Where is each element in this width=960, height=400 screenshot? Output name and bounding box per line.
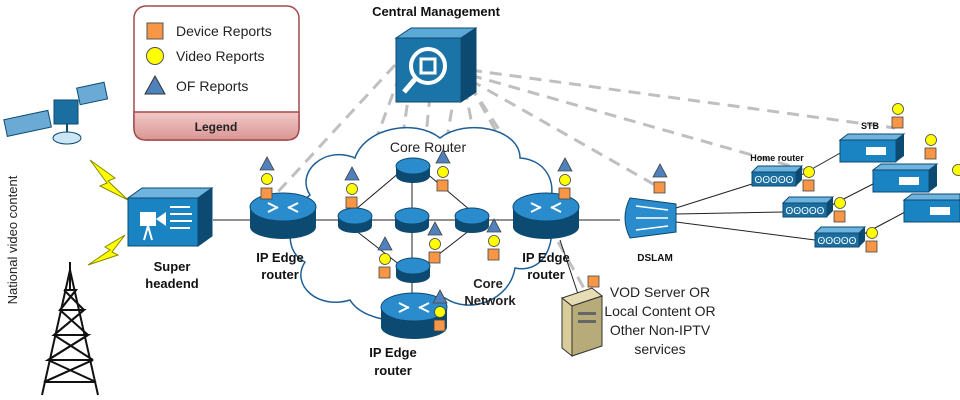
core-router-top bbox=[395, 157, 431, 183]
dslam-device bbox=[624, 197, 677, 239]
device-report-marker bbox=[653, 181, 666, 194]
video-report-marker bbox=[261, 173, 273, 185]
legend-triangle-marker bbox=[144, 74, 166, 95]
device-report-marker bbox=[487, 248, 500, 261]
ip-edge-right-label-2: router bbox=[527, 267, 565, 282]
of-report-marker bbox=[377, 236, 393, 251]
legend-square-marker bbox=[146, 22, 164, 40]
ip-edge-router-left bbox=[249, 192, 317, 239]
ip-edge-bottom-label-1: IP Edge bbox=[369, 345, 416, 360]
stb-2 bbox=[871, 163, 939, 193]
ip-edge-left-label-2: router bbox=[261, 267, 299, 282]
super-headend-label-1: Super bbox=[154, 259, 191, 274]
video-report-marker bbox=[925, 134, 937, 146]
device-report-marker bbox=[924, 147, 937, 160]
video-report-marker bbox=[346, 183, 358, 195]
of-report-marker bbox=[435, 149, 451, 164]
device-report-marker bbox=[802, 179, 815, 192]
video-report-marker bbox=[952, 164, 960, 176]
stb-3 bbox=[902, 193, 960, 223]
home-router-label: Home router bbox=[750, 153, 804, 163]
of-report-marker bbox=[427, 221, 443, 236]
of-report-marker bbox=[432, 289, 448, 304]
device-report-marker bbox=[345, 196, 358, 209]
device-report-marker bbox=[433, 319, 446, 332]
device-report-marker bbox=[587, 275, 600, 288]
stb-label: STB bbox=[861, 121, 880, 131]
national-video-label: National video content bbox=[5, 175, 20, 304]
central-management-server bbox=[394, 27, 478, 103]
core-router-bottom bbox=[395, 257, 431, 283]
report-markers bbox=[259, 103, 960, 332]
video-report-marker bbox=[434, 306, 446, 318]
legend-circle-marker bbox=[146, 47, 164, 65]
ip-edge-bottom-label-2: router bbox=[374, 363, 412, 378]
device-report-marker bbox=[378, 266, 391, 279]
device-report-marker bbox=[558, 187, 571, 200]
ip-edge-left-label-1: IP Edge bbox=[256, 250, 303, 265]
device-report-marker bbox=[428, 251, 441, 264]
core-router-label: Core Router bbox=[390, 139, 467, 155]
core-network-label-2: Network bbox=[464, 293, 516, 308]
satellite-icon bbox=[3, 81, 109, 145]
core-router-left bbox=[337, 207, 373, 233]
legend-footer: Legend bbox=[195, 120, 238, 134]
of-report-marker bbox=[652, 163, 668, 178]
super-headend-label-2: headend bbox=[145, 276, 199, 291]
stb-1 bbox=[838, 133, 906, 163]
vod-label-1: VOD Server OR bbox=[610, 284, 710, 300]
of-report-marker bbox=[486, 218, 502, 233]
vod-label-4: services bbox=[634, 341, 685, 357]
vod-label-2: Local Content OR bbox=[604, 303, 715, 319]
device-report-marker bbox=[833, 210, 846, 223]
ip-edge-right-label-1: IP Edge bbox=[522, 250, 569, 265]
vod-label-3: Other Non-IPTV bbox=[610, 322, 711, 338]
home-router-2: ʘʘʘʘʘ bbox=[781, 196, 835, 218]
video-report-marker bbox=[866, 227, 878, 239]
core-router-center bbox=[394, 207, 430, 233]
core-router-right bbox=[454, 207, 490, 233]
legend-item-video: Video Reports bbox=[176, 48, 264, 64]
video-report-marker bbox=[559, 174, 571, 186]
video-report-marker bbox=[803, 166, 815, 178]
lightning-icon bbox=[87, 234, 126, 266]
page-title: Central Management bbox=[372, 4, 501, 19]
core-network-label-1: Core bbox=[473, 276, 503, 291]
magnifier-icon bbox=[409, 47, 447, 85]
device-report-marker bbox=[436, 179, 449, 192]
home-router-3: ʘʘʘʘʘ bbox=[813, 226, 867, 248]
dslam-label: DSLAM bbox=[637, 253, 673, 264]
legend: Device Reports Video Reports OF Reports … bbox=[133, 5, 300, 141]
svg-text:ʘʘʘʘʘ: ʘʘʘʘʘ bbox=[818, 236, 857, 247]
legend-item-of: OF Reports bbox=[176, 78, 248, 94]
video-report-marker bbox=[429, 238, 441, 250]
video-report-marker bbox=[834, 197, 846, 209]
device-report-marker bbox=[865, 240, 878, 253]
ip-edge-router-right bbox=[512, 192, 580, 239]
home-router-1: ʘʘʘʘʘ bbox=[750, 165, 804, 187]
broadcast-tower-icon bbox=[41, 262, 99, 396]
svg-text:ʘʘʘʘʘ: ʘʘʘʘʘ bbox=[786, 206, 825, 217]
svg-text:ʘʘʘʘʘ: ʘʘʘʘʘ bbox=[755, 175, 794, 186]
device-report-marker bbox=[260, 187, 273, 200]
video-report-marker bbox=[892, 103, 904, 115]
of-report-marker bbox=[259, 156, 275, 171]
vod-server-icon bbox=[560, 287, 604, 358]
video-report-marker bbox=[379, 253, 391, 265]
legend-item-device: Device Reports bbox=[176, 23, 272, 39]
of-report-marker bbox=[557, 157, 573, 172]
video-report-marker bbox=[437, 166, 449, 178]
video-report-marker bbox=[488, 235, 500, 247]
ip-edge-router-bottom bbox=[380, 292, 448, 339]
lightning-icon bbox=[89, 159, 129, 201]
super-headend-device bbox=[126, 187, 214, 247]
device-report-marker bbox=[891, 116, 904, 129]
of-report-marker bbox=[344, 166, 360, 181]
